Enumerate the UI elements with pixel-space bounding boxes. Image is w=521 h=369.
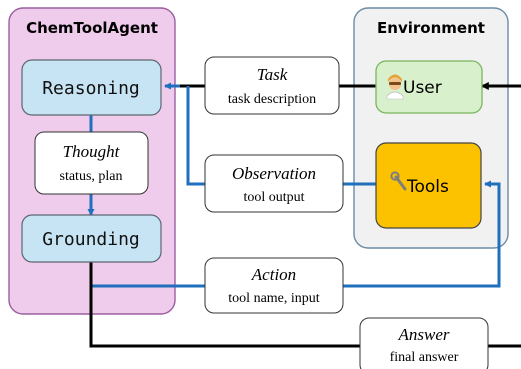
- answer-desc: final answer: [390, 350, 459, 365]
- answer-title: Answer: [398, 325, 450, 344]
- task-desc: task description: [228, 92, 316, 107]
- reasoning-box: [21, 59, 162, 116]
- observation-message-box: [204, 154, 344, 213]
- user-label: User: [403, 78, 442, 98]
- agent-title: ChemToolAgent: [26, 19, 158, 37]
- reasoning-label: Reasoning: [42, 78, 140, 99]
- scientist-icon: [386, 74, 404, 100]
- grounding-label: Grounding: [42, 229, 140, 250]
- action-desc: tool name, input: [228, 291, 319, 306]
- task-title: Task: [257, 65, 288, 84]
- answer-message-box: [359, 317, 489, 369]
- wrench-icon: [390, 171, 407, 191]
- tools-box: [375, 142, 482, 229]
- action-title: Action: [251, 265, 296, 284]
- task-message-box: [204, 56, 340, 115]
- thought-box: [34, 131, 149, 195]
- action-message-box: [204, 257, 344, 314]
- thought-title: Thought: [63, 142, 121, 161]
- tools-label: Tools: [406, 177, 449, 197]
- observation-flow: [186, 86, 376, 186]
- answer-flow: [89, 262, 521, 348]
- observation-desc: tool output: [243, 190, 304, 205]
- observation-title: Observation: [232, 164, 316, 183]
- user-box: [375, 60, 483, 114]
- environment-title: Environment: [377, 19, 485, 37]
- thought-desc: status, plan: [60, 169, 123, 184]
- grounding-box: [21, 214, 162, 263]
